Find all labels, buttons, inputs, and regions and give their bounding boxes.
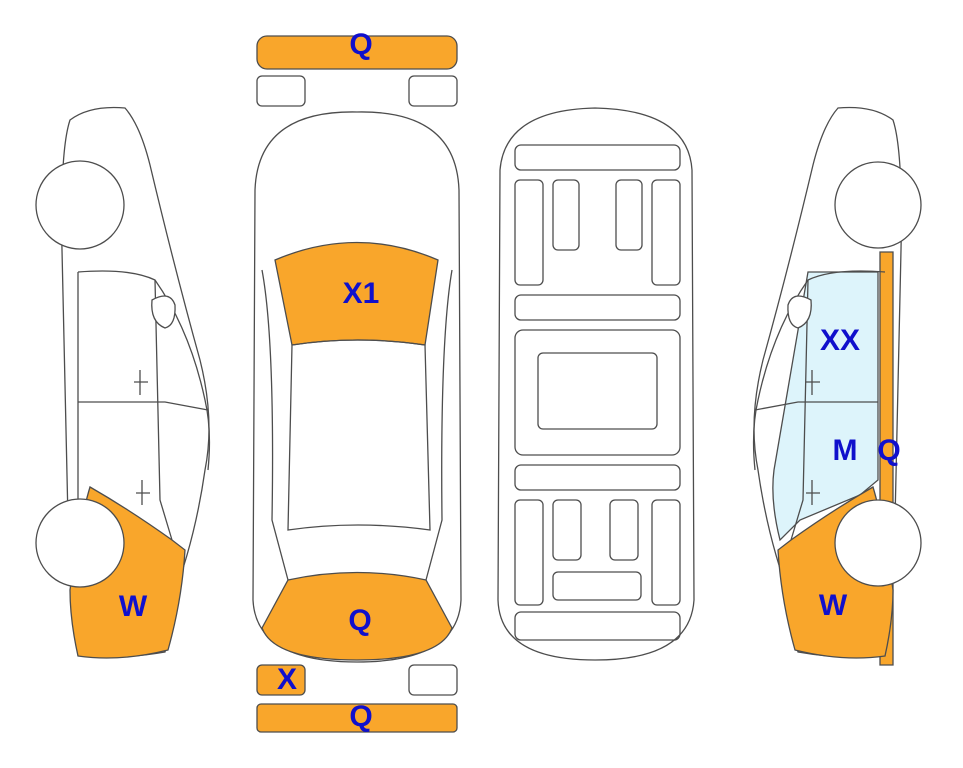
right-rear-wheel (834, 499, 922, 587)
left-rear-door-handle (136, 480, 150, 505)
underbody-tunnel-outer (514, 329, 681, 456)
left-a-pillar (261, 269, 289, 581)
underbody-crossmember (514, 294, 681, 321)
label-windshield: X1 (343, 277, 380, 310)
label-rear-window: Q (348, 604, 371, 637)
left-rear-wheel (35, 498, 125, 588)
right-front-wheel (834, 161, 922, 249)
label-rear-bumper: Q (349, 700, 372, 733)
label-right-rear-door: M (833, 434, 858, 467)
left-front-door-handle (134, 370, 148, 395)
underbody-panel (651, 499, 681, 606)
front-light-left (256, 75, 306, 107)
underbody-tunnel-inner (537, 352, 658, 430)
roof-outline (287, 339, 431, 531)
underbody-panel (514, 179, 544, 286)
right-side-view: XX M Q W (752, 106, 922, 666)
label-right-front-door: XX (820, 324, 860, 357)
left-side-mirror (151, 295, 176, 329)
right-side-door-line (754, 401, 878, 411)
right-side-window-line (752, 270, 886, 471)
left-side-view: W (35, 106, 211, 659)
rear-bumper (256, 703, 458, 733)
underbody-panel (514, 499, 544, 606)
right-a-pillar (425, 269, 453, 581)
underbody-rear-bar (514, 611, 681, 641)
underbody-panel (552, 571, 642, 601)
label-left-rear-quarter: W (119, 590, 148, 623)
underbody-panel (552, 499, 582, 561)
rear-window (261, 571, 453, 661)
left-side-door-line (78, 401, 209, 411)
left-front-wheel (35, 160, 125, 250)
underbody-panel (552, 179, 580, 251)
underbody-outline (497, 107, 695, 661)
underbody-panel (615, 179, 643, 251)
right-rear-door-handle (806, 480, 820, 505)
label-rear-light-left: X (277, 663, 297, 696)
underbody-crossmember (514, 464, 681, 491)
label-right-rear-quarter: W (819, 589, 848, 622)
right-side-pillar (790, 279, 809, 541)
underbody-view (497, 107, 695, 661)
rear-light-right (408, 664, 458, 696)
left-side-pillar (154, 279, 173, 541)
underbody-panel (651, 179, 681, 286)
label-front-bumper-top: Q (349, 28, 372, 61)
label-right-pillar: Q (877, 434, 900, 467)
right-front-door-handle (806, 370, 820, 395)
top-view: Q X1 Q X Q (252, 28, 462, 733)
underbody-panel (609, 499, 639, 561)
front-light-right (408, 75, 458, 107)
left-side-window-line (77, 270, 211, 471)
underbody-front-bar (514, 144, 681, 171)
right-side-mirror (787, 295, 812, 329)
front-bumper-top (256, 35, 458, 70)
rear-light-left (256, 664, 306, 696)
